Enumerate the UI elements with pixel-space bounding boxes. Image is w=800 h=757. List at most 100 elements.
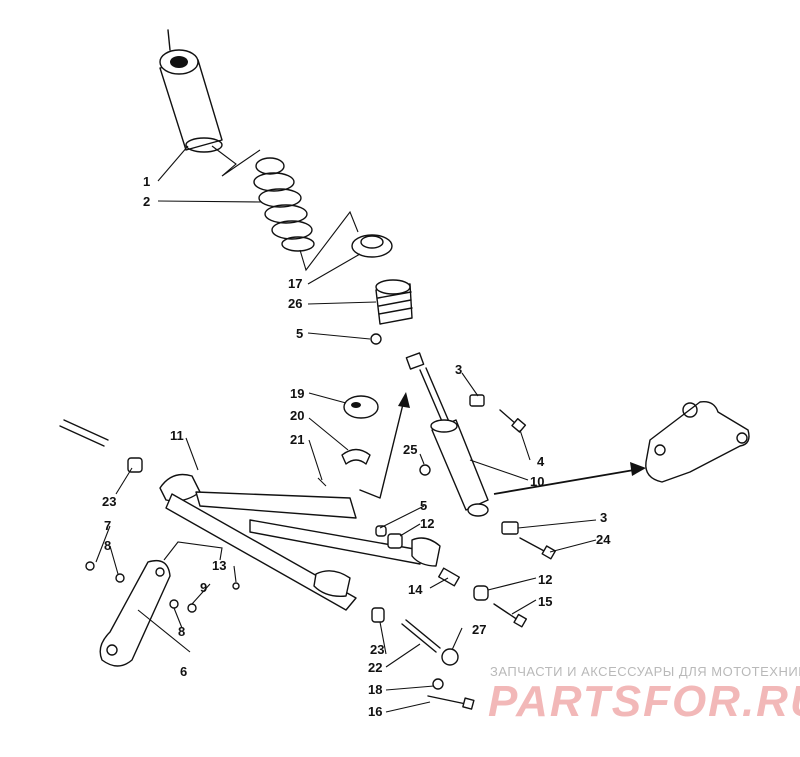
leader-line [137, 609, 191, 653]
callout-10: 10 [530, 474, 544, 489]
leader-line [385, 643, 421, 668]
spacer-part [501, 521, 519, 535]
callout-11: 11 [170, 428, 184, 443]
leader-line [308, 439, 323, 481]
assembly-arrow [359, 392, 410, 499]
coil-spring-part [253, 157, 315, 252]
callout-15: 15 [538, 594, 552, 609]
leader-line [511, 599, 537, 615]
pin-part [401, 619, 441, 653]
shock-absorber-part [405, 352, 489, 517]
bellcrank-part [645, 401, 750, 483]
leader-line [308, 392, 347, 404]
callout-6: 6 [180, 664, 187, 679]
callout-23: 23 [370, 642, 384, 657]
callout-2: 2 [143, 194, 150, 209]
callout-5: 5 [296, 326, 303, 341]
callout-26: 26 [288, 296, 302, 311]
bolt-head-part [85, 561, 95, 571]
collar-part [351, 234, 393, 258]
nut-part [419, 464, 431, 476]
callout-8: 8 [104, 538, 111, 553]
bolt-part [493, 603, 528, 628]
connector-line [163, 541, 223, 561]
bolt-part [519, 537, 557, 560]
cup-washer-part [343, 395, 379, 419]
bolt-part [499, 409, 527, 433]
leader-line [399, 523, 421, 537]
leader-line [379, 505, 425, 529]
watermark-tagline: ЗАПЧАСТИ И АКСЕССУАРЫ ДЛЯ МОТОТЕХНИКИ [490, 664, 800, 679]
leader-line [157, 145, 189, 182]
washer-part [115, 573, 125, 583]
callout-23: 23 [102, 494, 116, 509]
callout-4: 4 [537, 454, 545, 469]
leader-line [487, 577, 537, 591]
callout-20: 20 [290, 408, 304, 423]
leader-line [307, 253, 361, 285]
leader-line [469, 459, 529, 481]
leader-line [233, 565, 237, 583]
leader-line [191, 583, 211, 605]
callout-25: 25 [403, 442, 417, 457]
leader-line [109, 545, 119, 575]
bumper-part [375, 279, 413, 325]
leader-line [157, 200, 263, 203]
spacer-part [469, 394, 485, 407]
bushing-part [371, 607, 385, 623]
leader-line [519, 429, 531, 461]
grease-fitting-part [232, 582, 240, 590]
callout-17: 17 [288, 276, 302, 291]
fitting-part [317, 477, 327, 487]
callout-24: 24 [596, 532, 611, 547]
callout-8: 8 [178, 624, 185, 639]
callout-12: 12 [538, 572, 552, 587]
nut-part [375, 525, 387, 537]
connector-line [299, 210, 359, 272]
bushing-part [441, 648, 459, 666]
callout-27: 27 [472, 622, 486, 637]
callout-12: 12 [420, 516, 434, 531]
leader-line [173, 607, 183, 629]
leader-line [307, 301, 377, 305]
callout-3: 3 [455, 362, 462, 377]
connector-line [211, 145, 261, 177]
leader-line [451, 627, 463, 651]
spring-cover-part [159, 29, 223, 153]
nut-part [370, 333, 382, 345]
arm-link-part [99, 559, 171, 667]
assembly-arrow [493, 462, 646, 495]
callout-1: 1 [143, 174, 150, 189]
bolt-part [427, 695, 475, 710]
callout-16: 16 [368, 704, 382, 719]
bushing-part [473, 585, 489, 601]
callout-5: 5 [420, 498, 427, 513]
leader-line [185, 437, 199, 471]
leader-line [385, 701, 431, 713]
leader-line [419, 453, 425, 465]
leader-line [517, 519, 597, 529]
callout-14: 14 [408, 582, 423, 597]
washer-part [432, 678, 444, 690]
watermark-brand: PARTSFOR.RU [488, 677, 800, 726]
rear-arm-part [59, 419, 441, 611]
callout-7: 7 [104, 518, 111, 533]
leader-line [429, 577, 449, 589]
callout-13: 13 [212, 558, 226, 573]
leader-line [385, 685, 435, 691]
washer-part [169, 599, 179, 609]
leader-line [115, 467, 133, 495]
callout-18: 18 [368, 682, 382, 697]
callout-9: 9 [200, 580, 207, 595]
callout-22: 22 [368, 660, 382, 675]
leader-line [549, 539, 597, 553]
leader-line [461, 372, 479, 397]
callout-3: 3 [600, 510, 607, 525]
bushing-half-part [341, 448, 371, 465]
nut-part [187, 603, 197, 613]
callout-19: 19 [290, 386, 304, 401]
callout-21: 21 [290, 432, 304, 447]
leader-line [379, 621, 387, 655]
